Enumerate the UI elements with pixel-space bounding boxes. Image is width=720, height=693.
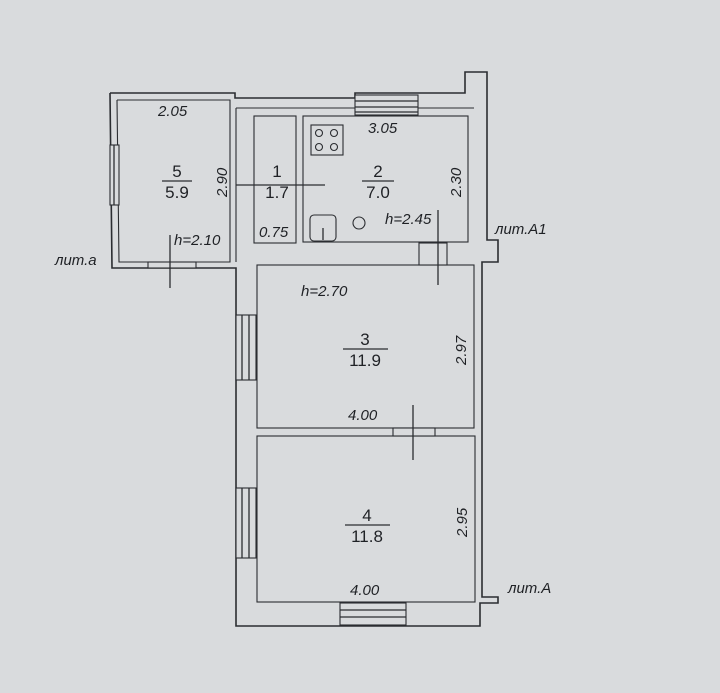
dim-room2-top: 3.05 [368,120,398,137]
height-room2: h=2.45 [385,211,432,228]
room-5-label: 5 5.9 [162,162,192,202]
dim-room3-bottom: 4.00 [348,407,378,424]
room-1-label: 1 1.7 [265,162,289,202]
sink-icon [352,216,366,230]
height-room3: h=2.70 [301,283,348,300]
window-left-room5 [109,144,120,206]
room-3-outline [256,264,475,429]
dim-room1-bottom: 0.75 [259,224,289,241]
outer-wall-inner-line [116,99,231,263]
door-room3-room4 [392,405,436,460]
stove-icon [310,124,344,156]
room-4-label: 4 11.8 [345,506,390,546]
window-top-room2 [354,94,419,116]
room-3-area: 11.9 [349,351,381,370]
room-4-area: 11.8 [351,527,383,546]
window-left-room4 [235,487,257,559]
window-bottom-room5 [147,261,197,269]
room-3-number: 3 [360,330,369,349]
height-room5: h=2.10 [174,232,221,249]
dim-room2-side: 2.30 [448,167,465,198]
room-2-area: 7.0 [366,183,390,202]
dim-room4-side: 2.95 [454,507,471,538]
outer-wall [109,71,499,627]
room-5-area: 5.9 [165,183,189,202]
room-4-outline [256,435,476,603]
room-5-number: 5 [172,162,181,181]
dim-room5-top: 2.05 [157,103,188,120]
room-2-label: 2 7.0 [362,162,394,202]
dim-room5-side: 2.90 [214,167,231,198]
room-1-area: 1.7 [265,183,289,202]
letter-lit-A1: лит.А1 [494,221,547,238]
window-bottom-room4 [339,602,407,626]
room-2-number: 2 [373,162,382,181]
door-room2-room3 [418,210,448,285]
room-3-label: 3 11.9 [343,330,388,370]
letter-lit-A: лит.А [507,580,551,597]
letter-lit-a: лит.а [54,252,97,269]
room-4-number: 4 [362,506,371,525]
dim-room3-side: 2.97 [453,335,470,366]
window-left-room3 [235,314,257,381]
dim-room4-bottom: 4.00 [350,582,380,599]
toilet-icon [309,214,337,242]
room-2-outline [302,115,469,243]
room-1-number: 1 [272,162,281,181]
room-1-outline [253,115,297,244]
